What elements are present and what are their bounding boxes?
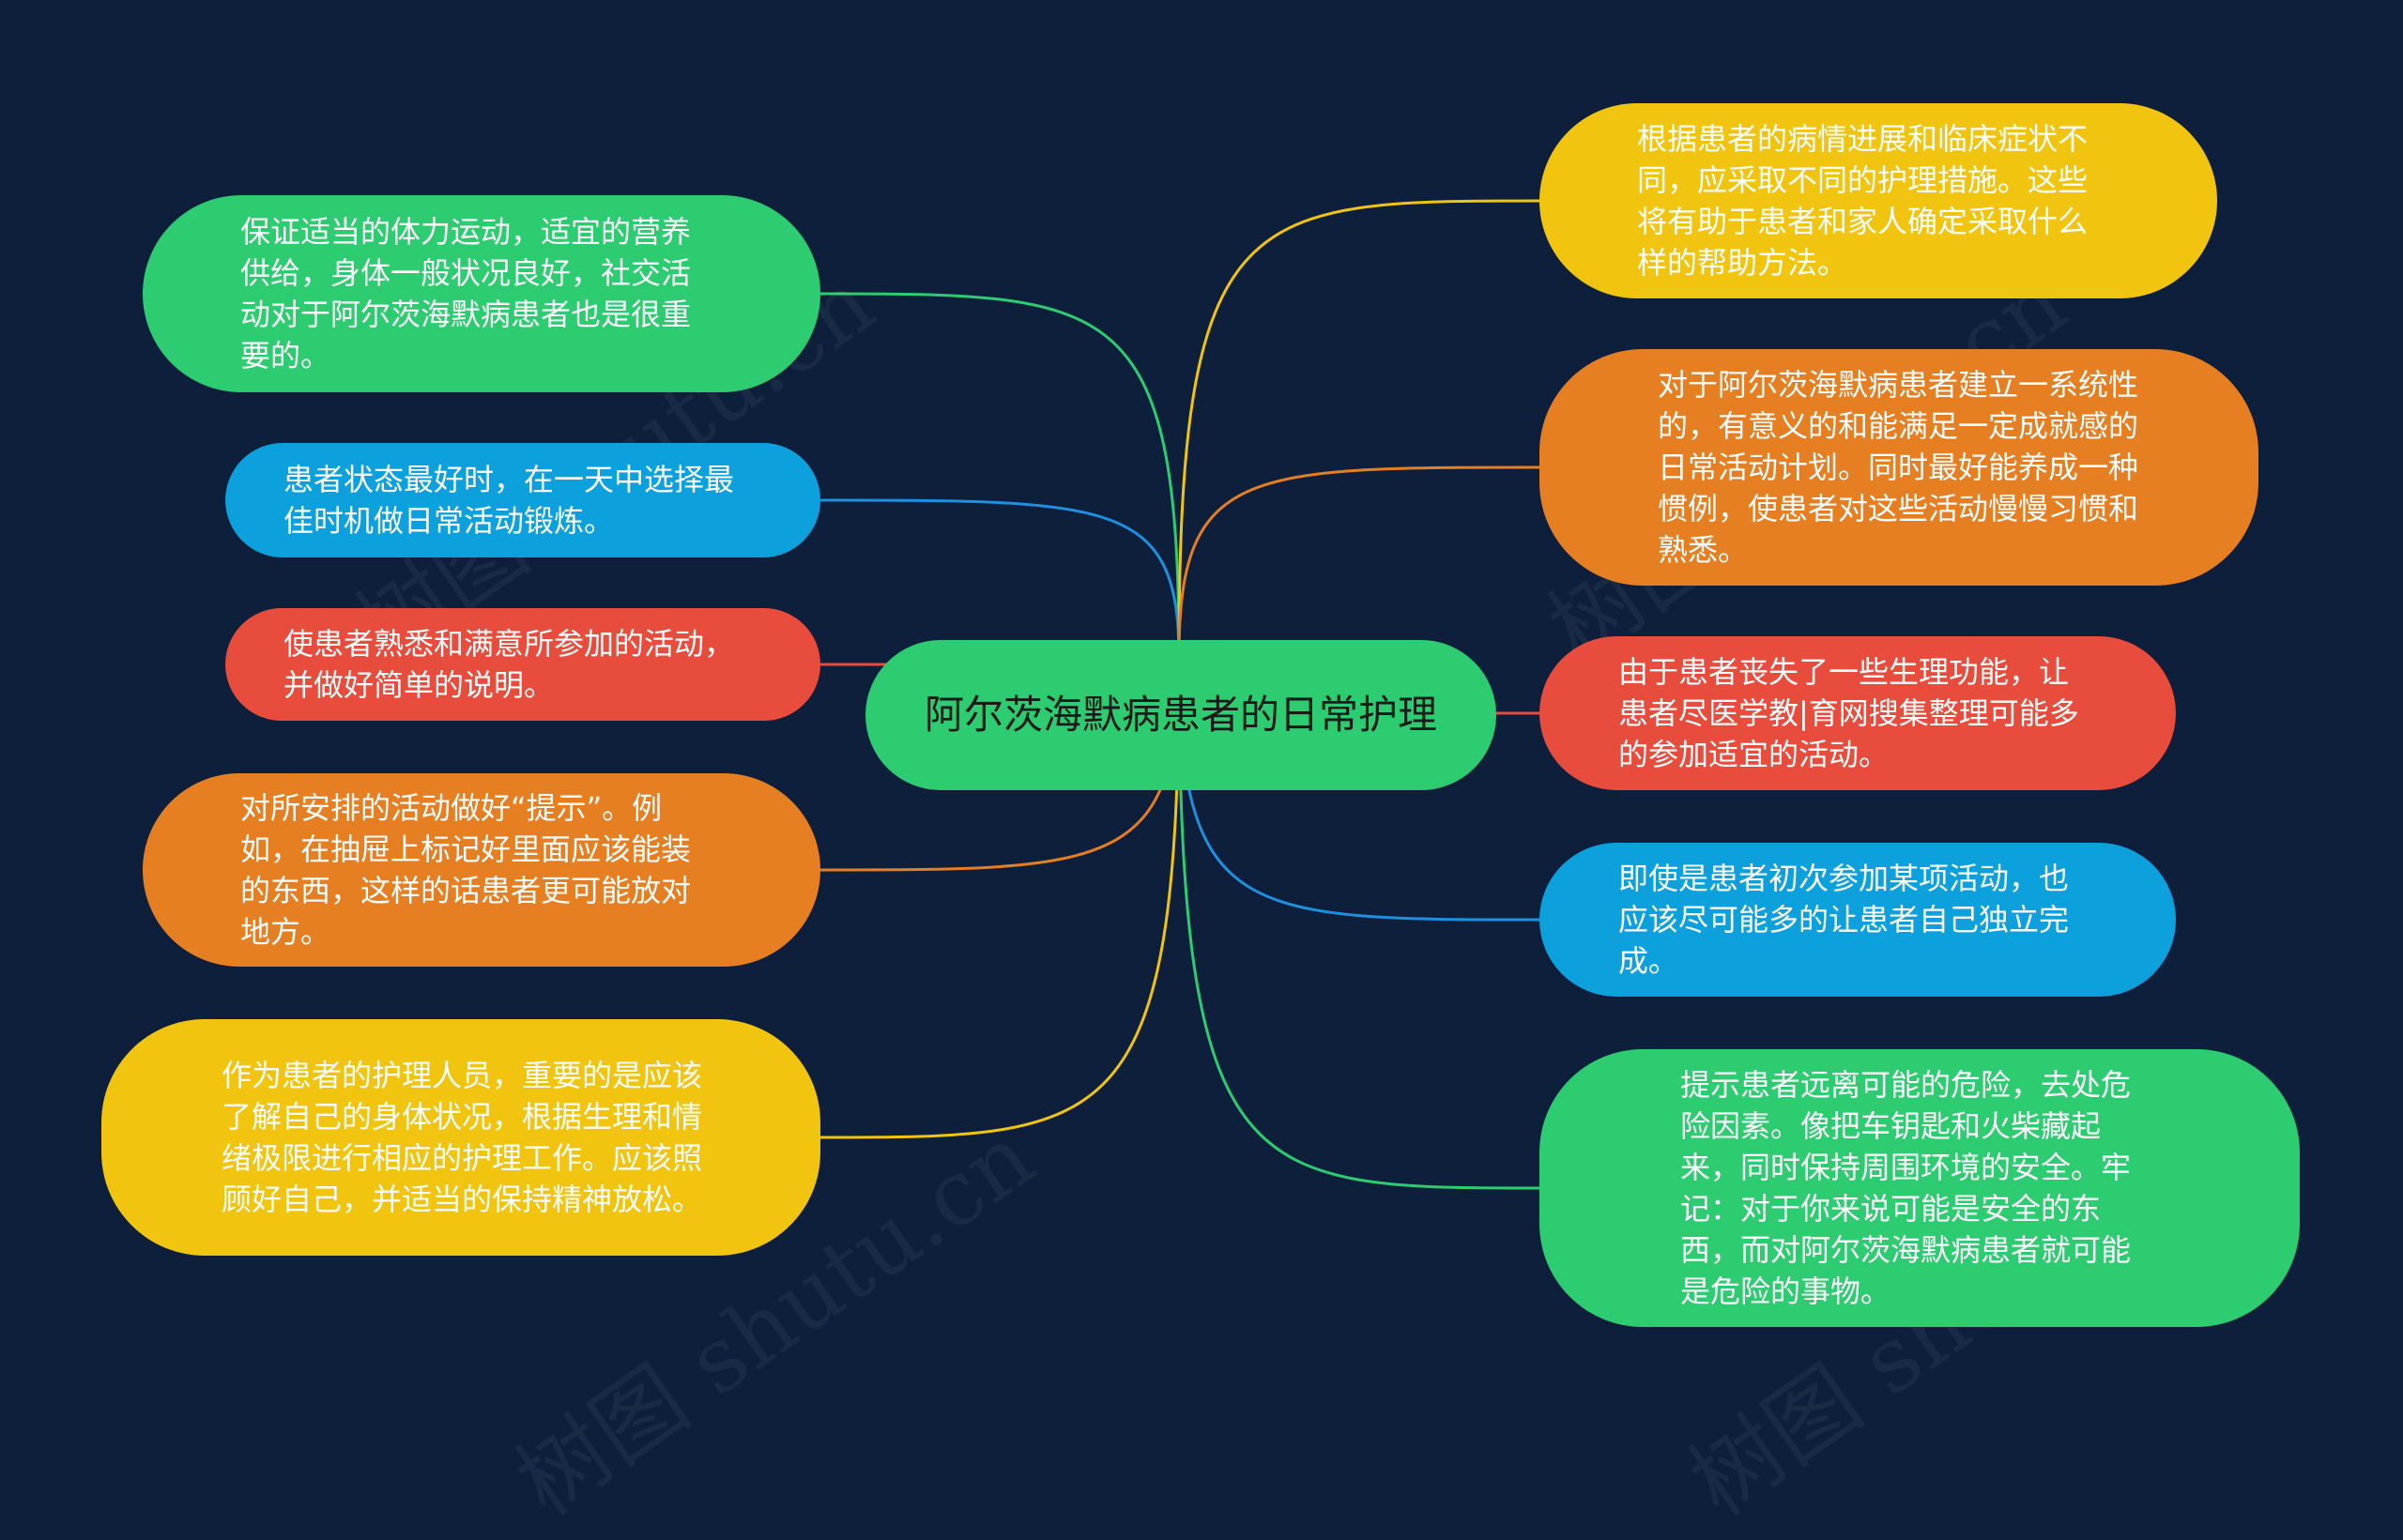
- left-topic-2[interactable]: 患者状态最好时，在一天中选择最佳时机做日常活动锻炼。: [225, 443, 820, 557]
- right-topic-5[interactable]: 提示患者远离可能的危险，去处危险因素。像把车钥匙和火柴藏起来，同时保持周围环境的…: [1539, 1049, 2300, 1327]
- topic-label: 提示患者远离可能的危险，去处危险因素。像把车钥匙和火柴藏起来，同时保持周围环境的…: [1680, 1067, 2132, 1309]
- connector-line: [1177, 656, 1540, 1190]
- connector-line: [819, 292, 1181, 658]
- topic-label: 对于阿尔茨海默病患者建立一系统性的，有意义的和能满足一定成就感的日常活动计划。同…: [1658, 367, 2139, 568]
- left-topic-5[interactable]: 作为患者的护理人员，重要的是应该了解自己的身体状况，根据生理和情绪极限进行相应的…: [101, 1019, 820, 1256]
- topic-label: 即使是患者初次参加某项活动，也应该尽可能多的让患者自己独立完成。: [1618, 861, 2070, 979]
- right-topic-1[interactable]: 根据患者的病情进展和临床症状不同，应采取不同的护理措施。这些将有助于患者和家人确…: [1539, 103, 2217, 298]
- right-topic-3[interactable]: 由于患者丧失了一些生理功能，让患者尽医学教|育网搜集整理可能多的参加适宜的活动。: [1539, 636, 2176, 790]
- connector-line: [819, 656, 1181, 1139]
- connector-line: [819, 498, 1181, 658]
- central-topic-label: 阿尔茨海默病患者的日常护理: [924, 692, 1437, 738]
- central-topic[interactable]: 阿尔茨海默病患者的日常护理: [865, 640, 1496, 790]
- mind-map-canvas: 树图 shutu.cn 树图 shutu.cn 树图 shutu.cn 树图 s…: [101, 103, 2300, 1535]
- left-topic-3[interactable]: 使患者熟悉和满意所参加的活动，并做好简单的说明。: [225, 608, 820, 721]
- right-topic-2[interactable]: 对于阿尔茨海默病患者建立一系统性的，有意义的和能满足一定成就感的日常活动计划。同…: [1539, 349, 2258, 586]
- topic-label: 根据患者的病情进展和临床症状不同，应采取不同的护理措施。这些将有助于患者和家人确…: [1637, 121, 2089, 281]
- left-topic-4[interactable]: 对所安排的活动做好“提示”。例如，在抽屉上标记好里面应该能装的东西，这样的话患者…: [143, 773, 820, 967]
- right-topic-4[interactable]: 即使是患者初次参加某项活动，也应该尽可能多的让患者自己独立完成。: [1539, 843, 2176, 997]
- topic-label: 患者状态最好时，在一天中选择最佳时机做日常活动锻炼。: [283, 462, 735, 539]
- topic-label: 作为患者的护理人员，重要的是应该了解自己的身体状况，根据生理和情绪极限进行相应的…: [222, 1058, 703, 1217]
- left-topic-1[interactable]: 保证适当的体力运动，适宜的营养供给，身体一般状况良好，社交活动对于阿尔茨海默病患…: [143, 195, 820, 392]
- topic-label: 对所安排的活动做好“提示”。例如，在抽屉上标记好里面应该能装的东西，这样的话患者…: [240, 790, 692, 950]
- topic-label: 由于患者丧失了一些生理功能，让患者尽医学教|育网搜集整理可能多的参加适宜的活动。: [1618, 654, 2079, 772]
- topic-label: 使患者熟悉和满意所参加的活动，并做好简单的说明。: [283, 626, 735, 703]
- connector-line: [1177, 199, 1540, 658]
- connector-line: [1177, 465, 1540, 658]
- topic-label: 保证适当的体力运动，适宜的营养供给，身体一般状况良好，社交活动对于阿尔茨海默病患…: [240, 214, 692, 374]
